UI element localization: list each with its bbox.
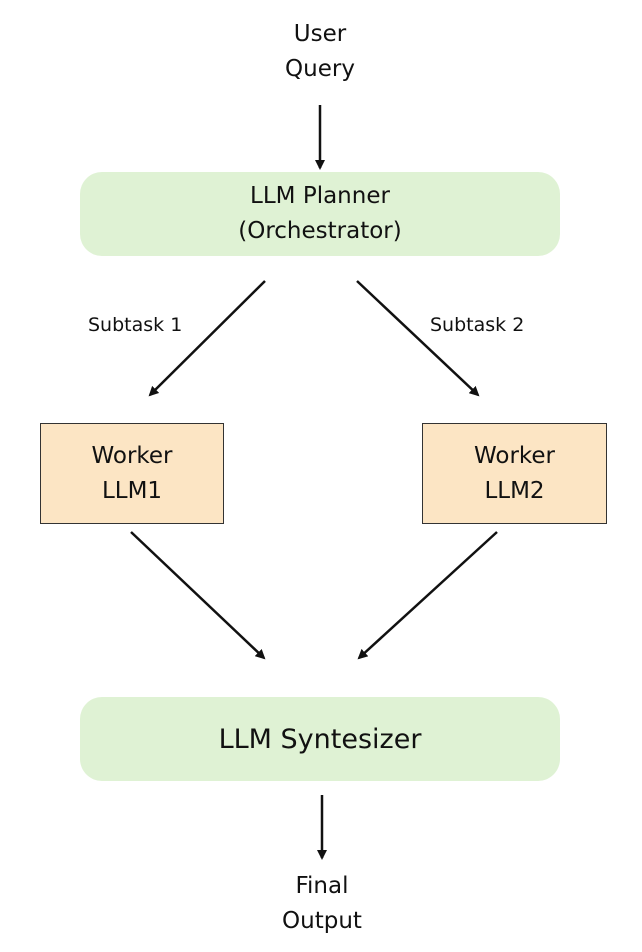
user-query-line1: User xyxy=(293,21,347,47)
planner-line1: LLM Planner xyxy=(250,183,390,209)
final-output-node: Final Output xyxy=(222,869,422,939)
synthesizer-node: LLM Syntesizer xyxy=(80,697,560,781)
subtask1-label: Subtask 1 xyxy=(88,314,183,336)
planner-node: LLM Planner (Orchestrator) xyxy=(80,172,560,256)
worker2-node: Worker LLM2 xyxy=(422,423,607,524)
worker1-line1: Worker xyxy=(91,442,173,469)
worker1-line2: LLM1 xyxy=(101,477,163,504)
worker1-node: Worker LLM1 xyxy=(40,423,224,524)
worker2-line2: LLM2 xyxy=(484,477,545,504)
final-output-line1: Final xyxy=(295,873,349,899)
planner-line2: (Orchestrator) xyxy=(238,218,402,244)
subtask2-label: Subtask 2 xyxy=(430,314,525,336)
arrow-planner-to-worker2 xyxy=(356,280,480,397)
user-query-node: User Query xyxy=(220,17,420,87)
user-query-line2: Query xyxy=(285,56,355,82)
arrow-worker2-to-synthesizer xyxy=(357,531,498,660)
worker2-line1: Worker xyxy=(473,442,556,469)
synthesizer-label: LLM Syntesizer xyxy=(218,723,422,755)
arrow-worker1-to-synthesizer xyxy=(130,531,266,660)
arrow-planner-to-worker1 xyxy=(148,280,266,397)
final-output-line2: Output xyxy=(282,908,362,934)
